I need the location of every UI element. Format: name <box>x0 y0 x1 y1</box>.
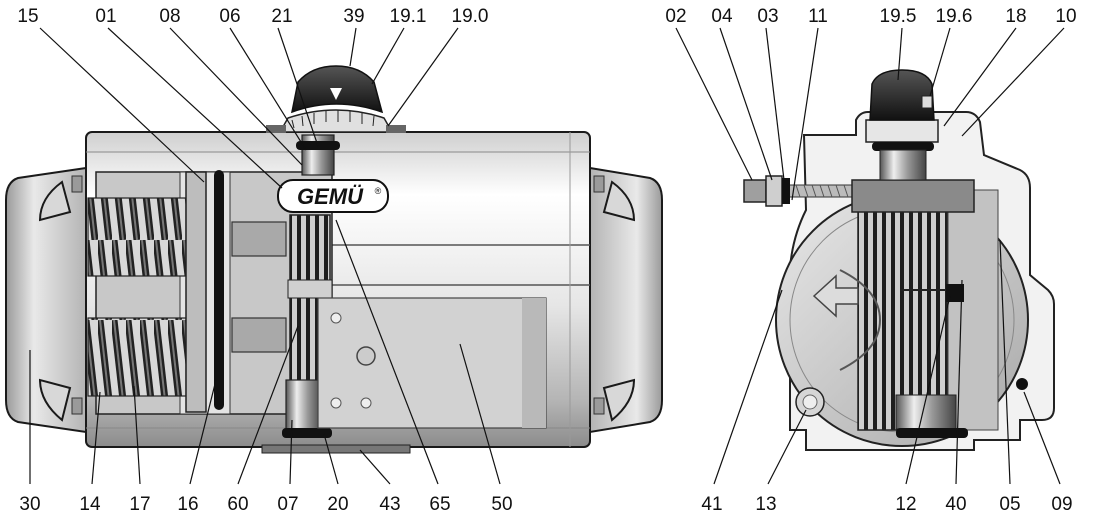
knob-base <box>865 119 939 143</box>
arrow-arc <box>839 269 882 371</box>
callout-label: 15 <box>17 6 38 27</box>
stop-block <box>851 179 975 213</box>
side-panel-edge <box>522 298 546 428</box>
vent-hole <box>1016 378 1028 390</box>
callout-label: 01 <box>95 6 116 27</box>
bottom-o-ring <box>896 428 968 438</box>
callout-label: 60 <box>227 494 248 515</box>
indicator-bracket <box>386 125 406 133</box>
callout-label: 40 <box>945 494 966 515</box>
callout-label: 19.5 <box>880 6 917 27</box>
side-panel <box>317 297 547 429</box>
callout-label: 30 <box>19 494 40 515</box>
callout-label: 06 <box>219 6 240 27</box>
callout-label: 07 <box>277 494 298 515</box>
callout-label: 11 <box>808 6 828 27</box>
cap-tab <box>602 180 636 222</box>
rack-side <box>947 189 999 431</box>
rack-bar-lower <box>231 317 287 353</box>
indicator-dial <box>278 109 394 133</box>
lock-washer <box>782 178 790 204</box>
spring-upper <box>87 197 187 277</box>
callout-label: 65 <box>429 494 450 515</box>
leader-lines <box>29 27 1065 485</box>
callout-label: 19.1 <box>390 6 427 27</box>
callout-labels: 15 01 08 06 21 39 19.1 19.0 30 14 17 16 … <box>17 6 1076 515</box>
rack-cutaway <box>857 189 949 431</box>
callout-label: 17 <box>129 494 150 515</box>
callout-label: 20 <box>327 494 348 515</box>
left-end-cap <box>5 166 87 434</box>
actuator-side-view: GEMÜ ® <box>5 65 663 454</box>
washer <box>765 175 783 207</box>
svg-text:®: ® <box>375 186 382 196</box>
callout-label: 09 <box>1051 494 1072 515</box>
callout-label: 43 <box>379 494 400 515</box>
callout-label: 41 <box>701 494 722 515</box>
shaft <box>879 149 927 181</box>
tie-bolts <box>71 175 605 415</box>
callout-label: 19.6 <box>936 6 973 27</box>
callout-label: 21 <box>271 6 292 27</box>
retaining-clip <box>946 284 964 302</box>
base-plate <box>261 444 411 454</box>
rack-bar-upper <box>231 221 287 257</box>
screw <box>330 397 342 409</box>
gemu-logo: GEMÜ ® <box>277 179 389 213</box>
svg-text:GEMÜ: GEMÜ <box>297 184 364 209</box>
shaft-o-ring <box>872 142 934 151</box>
callout-label: 12 <box>895 494 916 515</box>
cap-tab <box>38 378 72 422</box>
shaft-o-ring-bottom <box>282 428 332 438</box>
callout-label: 03 <box>757 6 778 27</box>
callout-label: 05 <box>999 494 1020 515</box>
hex-nut-outer <box>743 179 767 203</box>
callout-label: 13 <box>755 494 776 515</box>
actuator-end-view <box>743 69 1055 451</box>
indicator-bracket <box>266 125 286 133</box>
callout-label: 50 <box>491 494 512 515</box>
spring-lower <box>87 317 187 397</box>
callout-label: 10 <box>1055 6 1076 27</box>
callout-label: 14 <box>79 494 101 515</box>
piston-seal <box>214 170 224 410</box>
screw <box>360 397 372 409</box>
right-end-cap <box>589 166 663 434</box>
direction-arrow-icon <box>812 274 859 318</box>
knob-latch <box>921 95 933 109</box>
callout-label: 08 <box>159 6 180 27</box>
piston <box>185 171 207 413</box>
callout-label: 02 <box>665 6 686 27</box>
callout-label: 16 <box>177 494 198 515</box>
port-fitting <box>356 346 376 366</box>
callout-label: 39 <box>343 6 364 27</box>
top-knob <box>869 69 935 121</box>
indicator-arrow-icon <box>330 88 342 100</box>
cap-tab <box>38 180 72 222</box>
callout-label: 04 <box>711 6 733 27</box>
callout-label: 19.0 <box>452 6 489 27</box>
cap-tab <box>602 378 636 422</box>
pinion-collar <box>287 279 333 299</box>
screw <box>330 312 342 324</box>
callout-label: 18 <box>1005 6 1026 27</box>
